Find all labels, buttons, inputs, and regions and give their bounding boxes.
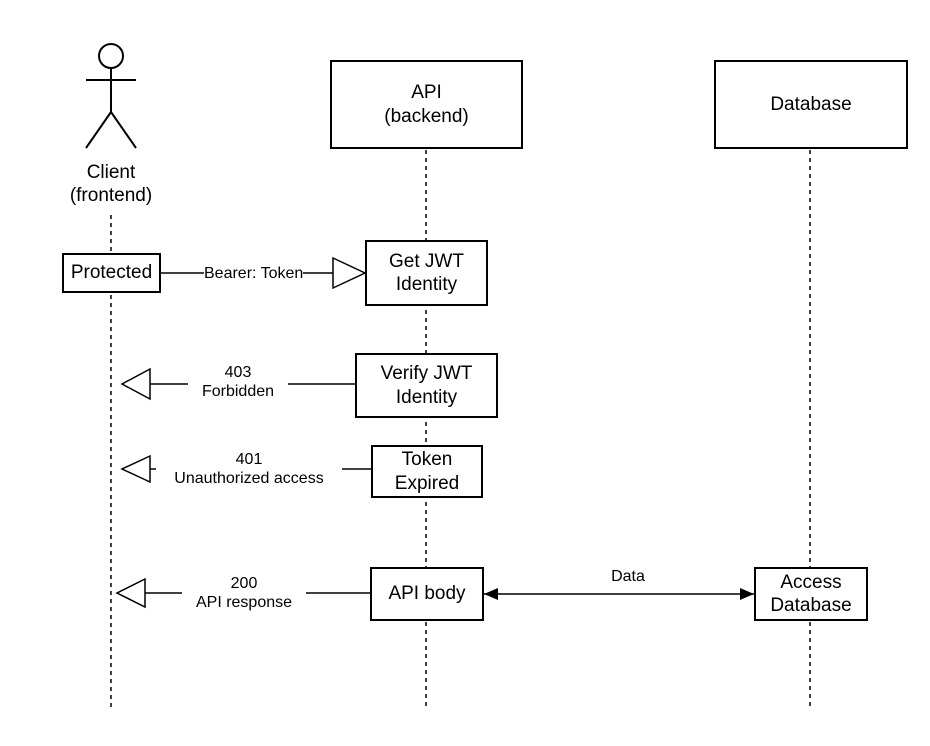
verify-jwt-line1: Verify JWT	[380, 363, 473, 385]
client-label-line2: (frontend)	[69, 184, 153, 206]
bearer-token-label: Bearer: Token	[204, 264, 304, 284]
database-participant-box: Database	[714, 60, 908, 149]
get-jwt-line2: Identity	[395, 274, 458, 295]
data-label: Data	[596, 567, 660, 586]
unauthorized-code: 401	[235, 451, 263, 468]
token-expired-box: Token Expired	[371, 445, 483, 498]
access-database-box: Access Database	[754, 567, 868, 621]
verify-jwt-line2: Identity	[395, 386, 458, 408]
api-participant-line2: (backend)	[384, 105, 469, 127]
unauthorized-label: 401 Unauthorized access	[156, 450, 342, 489]
token-expired-line1: Token	[401, 449, 453, 471]
forbidden-label: 403 Forbidden	[188, 363, 288, 402]
response-text: API response	[195, 594, 293, 612]
forbidden-text: Forbidden	[201, 383, 275, 401]
protected-box: Protected	[62, 253, 161, 293]
unauthorized-text: Unauthorized access	[174, 470, 324, 488]
api-participant-line1: API	[411, 82, 442, 104]
response-code: 200	[230, 575, 258, 592]
response-label: 200 API response	[182, 574, 306, 613]
client-label: Client (frontend)	[56, 162, 166, 208]
bearer-token-text: Bearer: Token	[204, 265, 304, 282]
access-database-line2: Database	[770, 595, 852, 616]
api-body-label: API body	[388, 583, 466, 605]
database-participant-label: Database	[770, 93, 852, 115]
get-jwt-box: Get JWT Identity	[365, 240, 488, 306]
data-text: Data	[611, 568, 645, 585]
api-participant-box: API (backend)	[330, 60, 523, 149]
token-expired-line2: Expired	[394, 472, 460, 494]
data-arrow	[484, 588, 754, 600]
client-actor-icon	[85, 43, 137, 149]
client-label-line1: Client	[86, 162, 136, 183]
forbidden-code: 403	[224, 364, 252, 381]
access-database-line1: Access	[780, 571, 842, 593]
api-body-box: API body	[370, 567, 484, 621]
protected-label: Protected	[70, 262, 153, 284]
get-jwt-line1: Get JWT	[389, 250, 464, 272]
verify-jwt-box: Verify JWT Identity	[355, 353, 498, 418]
